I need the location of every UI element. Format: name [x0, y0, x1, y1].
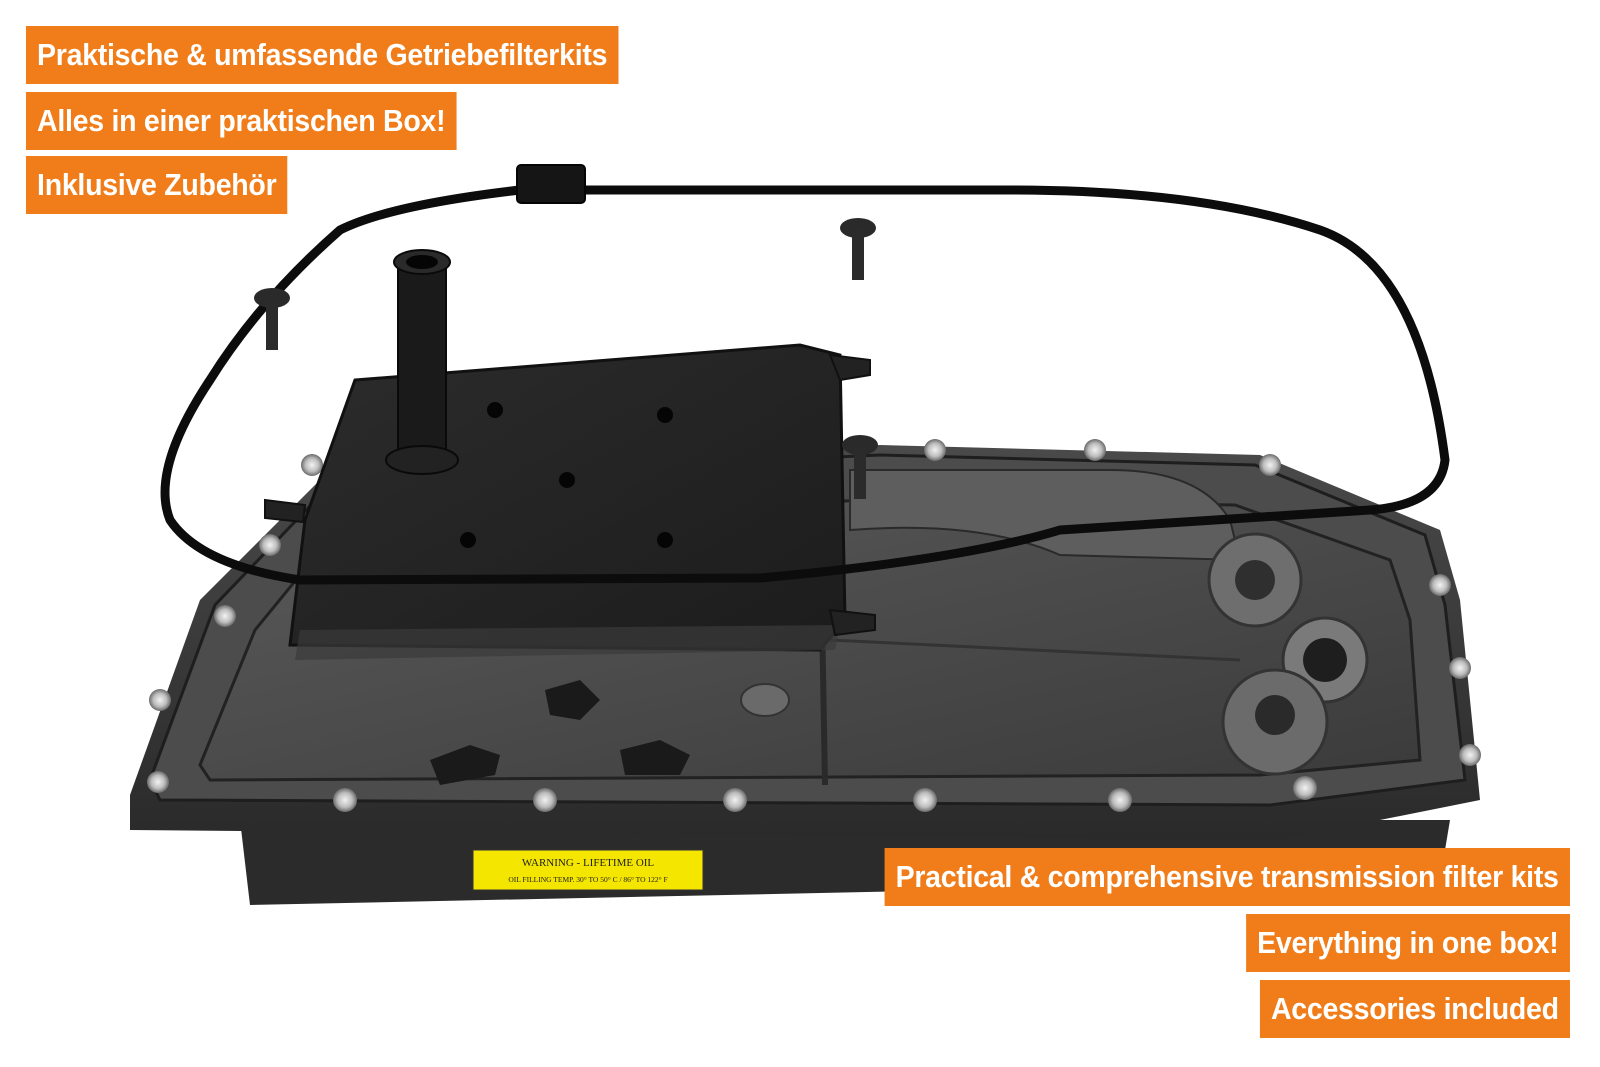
warning-label-line2: OIL FILLING TEMP. 30° TO 50° C / 86° TO …	[508, 875, 667, 884]
pan-bolts	[147, 439, 1481, 812]
banner-en-accessories-included: Accessories included	[1260, 980, 1570, 1038]
bolt	[1459, 744, 1481, 766]
screw	[254, 288, 290, 350]
banner-en-practical-kits: Practical & comprehensive transmission f…	[884, 848, 1570, 906]
banner-de-all-in-one-box: Alles in einer praktischen Box!	[26, 92, 457, 150]
banner-en-everything-in-one-box: Everything in one box!	[1246, 914, 1570, 972]
drain-plug	[1221, 668, 1329, 776]
drain-plug	[1207, 532, 1303, 628]
bolt	[147, 771, 169, 793]
bolt	[214, 605, 236, 627]
bolt	[1108, 788, 1132, 812]
bolt	[1084, 439, 1106, 461]
screw	[840, 218, 876, 280]
bolt	[723, 788, 747, 812]
bolt	[333, 788, 357, 812]
gasket-seal	[160, 164, 1450, 585]
bolt	[1449, 657, 1471, 679]
bolt	[301, 454, 323, 476]
transmission-filter	[264, 249, 876, 660]
bolt	[924, 439, 946, 461]
banner-de-accessories-included: Inklusive Zubehör	[26, 156, 288, 214]
bolt	[1293, 776, 1317, 800]
bolt	[149, 689, 171, 711]
bolt	[259, 534, 281, 556]
filter-intake-tube	[385, 249, 459, 475]
bolt	[1259, 454, 1281, 476]
warning-label-line1: WARNING - LIFETIME OIL	[522, 857, 655, 869]
bolt	[913, 788, 937, 812]
bolt	[1429, 574, 1451, 596]
banner-de-practical-kits: Praktische & umfassende Getriebefilterki…	[26, 26, 619, 84]
screw	[842, 435, 878, 499]
warning-label: WARNING - LIFETIME OIL OIL FILLING TEMP.…	[472, 849, 704, 891]
bolt	[533, 788, 557, 812]
